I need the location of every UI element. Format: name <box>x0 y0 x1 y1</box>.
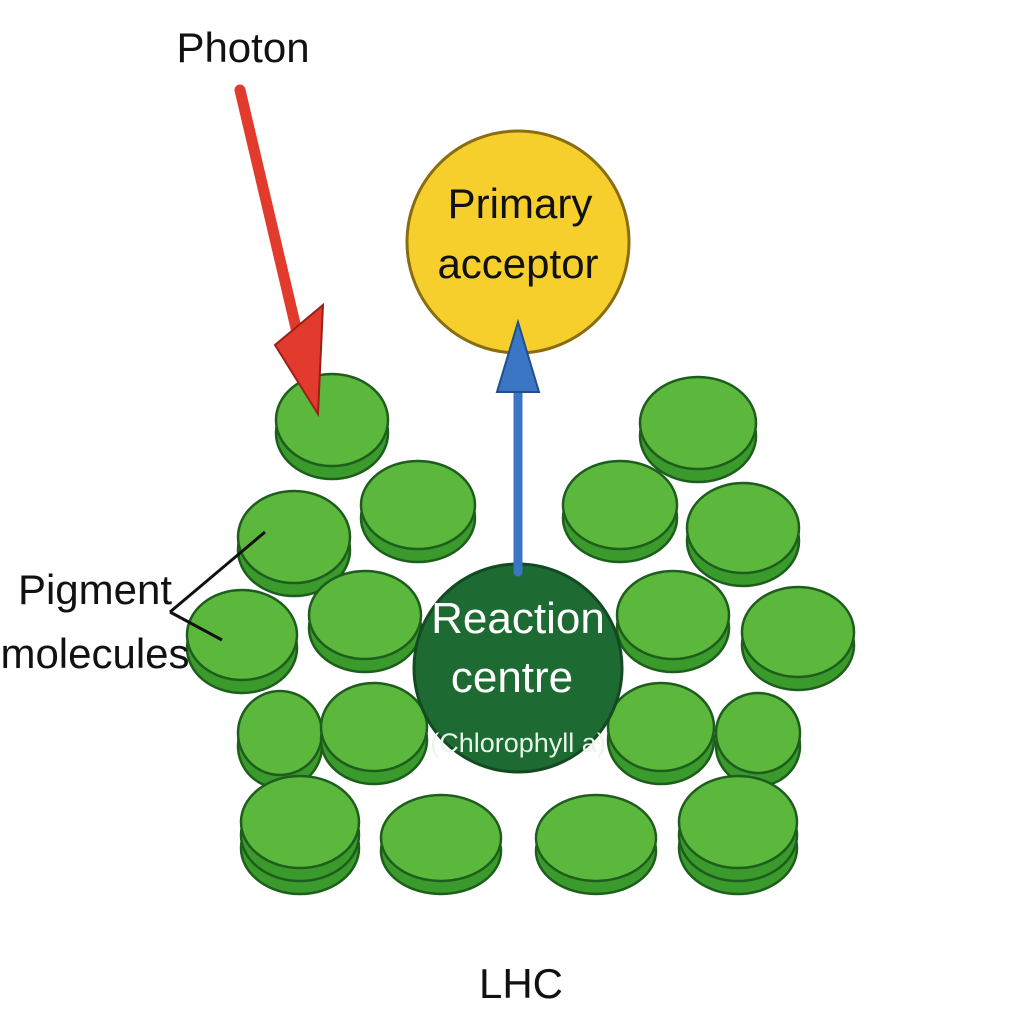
pigment-disc-top <box>606 681 716 773</box>
pigment-molecules-label-line1: Pigment <box>18 566 172 613</box>
photon-arrow-shaft <box>234 84 306 351</box>
pigment-disc-top <box>239 774 361 870</box>
pigment-disc-top <box>534 793 658 883</box>
reaction-centre-label-line1: Reaction <box>431 594 605 643</box>
pigment-molecule <box>185 588 299 695</box>
primary-acceptor: Primary acceptor <box>405 129 631 355</box>
reaction-centre-label-line2: centre <box>451 653 573 702</box>
pigment-disc-top <box>740 585 856 679</box>
pigment-disc-top <box>319 681 429 773</box>
pigment-molecule <box>740 585 856 692</box>
pigment-molecule <box>685 481 801 588</box>
pigment-molecule <box>677 774 799 896</box>
pigment-molecule <box>319 681 429 786</box>
pigment-molecule <box>638 375 758 484</box>
pigment-disc-top <box>615 569 731 661</box>
pigment-molecule <box>561 459 679 564</box>
pigment-disc-top <box>638 375 758 471</box>
pigment-disc-top <box>274 372 390 468</box>
pigment-disc-top <box>379 793 503 883</box>
pigment-molecule <box>606 681 716 786</box>
pigment-disc-top <box>561 459 679 551</box>
photon-arrow <box>234 84 325 418</box>
electron-arrow-head <box>495 318 541 393</box>
pigment-molecule <box>239 774 361 896</box>
pigment-molecule <box>615 569 731 674</box>
pigment-disc-top <box>359 459 477 551</box>
pigment-disc-top <box>307 569 423 661</box>
pigment-disc-top <box>677 774 799 870</box>
pigment-molecules-label-line2: molecules <box>0 630 189 677</box>
pigment-leader-line-lower <box>169 610 223 642</box>
pigment-molecule <box>236 689 324 790</box>
photon-arrow-head <box>273 302 325 418</box>
pigment-disc-top <box>236 689 324 777</box>
pigment-disc-top <box>185 588 299 682</box>
pigment-molecule <box>307 569 423 674</box>
pigment-molecule <box>534 793 658 896</box>
primary-acceptor-label-line2: acceptor <box>437 240 598 287</box>
reaction-centre-sublabel: (Chlorophyll a) <box>430 728 606 758</box>
photon-label: Photon <box>176 24 309 71</box>
electron-transfer-arrow <box>495 318 541 577</box>
lhc-label: LHC <box>479 960 563 1007</box>
pigment-molecules-label: Pigment molecules <box>0 530 266 677</box>
pigment-molecule <box>359 459 477 564</box>
pigment-disc-top <box>685 481 801 575</box>
reaction-centre: Reaction centre (Chlorophyll a) <box>412 562 624 774</box>
pigment-disc-top <box>714 691 802 775</box>
pigment-molecule <box>379 793 503 896</box>
pigment-molecule <box>236 489 352 598</box>
pigment-molecules-cluster <box>185 372 856 896</box>
pigment-disc-top <box>236 489 352 585</box>
pigment-molecule <box>714 691 802 788</box>
primary-acceptor-label-line1: Primary <box>448 180 593 227</box>
pigment-leader-line-upper <box>169 530 266 614</box>
pigment-molecule <box>274 372 390 481</box>
